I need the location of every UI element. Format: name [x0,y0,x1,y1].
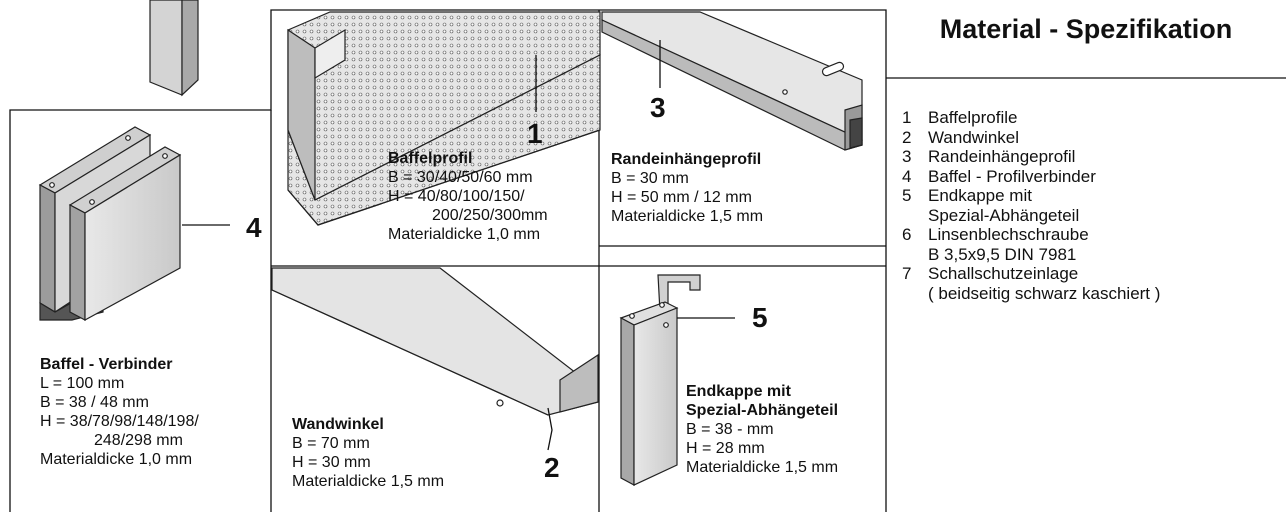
spec-item-number: 5 [902,186,912,205]
spec-list: 1 Baffelprofile 2 Wandwinkel 3 Randeinhä… [902,108,1160,303]
randeinhaengeprofil-title: Randeinhängeprofil [611,151,762,168]
part-number-4: 4 [246,212,262,243]
verbinder-line: B = 38 / 48 mm [40,394,149,411]
spec-item: 5 Endkappe mit [902,186,1160,206]
baffelprofil-line: Materialdicke 1,0 mm [388,226,541,243]
wandwinkel-title: Wandwinkel [292,416,384,433]
spec-item: 3 Randeinhängeprofil [902,147,1160,167]
spec-item-number: 2 [902,127,912,147]
baffelprofil-line: B = 30/40/50/60 mm [388,169,533,186]
part-number-3: 3 [650,92,666,123]
verbinder-line: L = 100 mm [40,375,125,392]
spec-item: 1 Baffelprofile [902,108,1160,128]
wandwinkel-drawing [271,267,599,416]
wandwinkel-line: Materialdicke 1,5 mm [292,473,445,490]
spec-item-label: ( beidseitig schwarz kaschiert ) [928,283,1161,303]
verbinder-specs: Baffel - Verbinder L = 100 mm B = 38 / 4… [40,355,199,469]
baffelprofil-drawing [287,11,601,226]
spec-item-continuation: B 3,5x9,5 DIN 7981 [902,245,1160,265]
verbinder-drawing [38,126,182,322]
part-number-5: 5 [752,302,768,333]
randeinhaengeprofil-line: B = 30 mm [611,170,689,187]
part-number-2: 2 [544,452,560,483]
spec-item-label: Schallschutzeinlage [928,264,1079,283]
randeinhaengeprofil-line: H = 50 mm / 12 mm [611,189,752,206]
wandwinkel-specs: Wandwinkel B = 70 mm H = 30 mm Materiald… [292,415,444,491]
verbinder-line: H = 38/78/98/148/198/ [40,413,199,430]
spec-item: 4 Baffel - Profilverbinder [902,167,1160,187]
endkappe-specs: Endkappe mit Spezial-Abhängeteil B = 38 … [686,382,838,477]
baffelprofil-specs: Baffelprofil B = 30/40/50/60 mm H = 40/8… [388,149,548,244]
spec-item-label: Randeinhängeprofil [928,147,1076,166]
wandwinkel-line: H = 30 mm [292,454,371,471]
spec-item-number: 6 [902,225,912,244]
endkappe-line: B = 38 - mm [686,421,774,438]
spec-title: Material - Spezifikation [939,14,1233,44]
verbinder-line: 248/298 mm [94,432,183,449]
baffelprofil-line: 200/250/300mm [432,207,548,224]
randeinhaengeprofil-drawing [601,11,863,151]
randeinhaengeprofil-line: Materialdicke 1,5 mm [611,208,764,225]
leader-line-2 [547,407,553,451]
endkappe-title-1: Endkappe mit [686,383,791,400]
spec-item-number: 3 [902,147,912,166]
baffelprofil-line: H = 40/80/100/150/ [388,188,525,205]
spec-item-continuation: Spezial-Abhängeteil [902,206,1160,226]
spec-item-label: Linsenblechschraube [928,225,1089,244]
endkappe-title-2: Spezial-Abhängeteil [686,402,839,419]
spec-item-label: B 3,5x9,5 DIN 7981 [928,244,1077,264]
spec-item-number: 1 [902,108,912,127]
spec-item-label: Baffelprofile [928,108,1018,127]
spec-item-label: Wandwinkel [928,127,1020,147]
spec-item-number: 4 [902,166,912,186]
wandwinkel-line: B = 70 mm [292,435,370,452]
verbinder-title: Baffel - Verbinder [40,356,173,373]
endkappe-line: H = 28 mm [686,440,765,457]
endkappe-drawing [619,274,701,487]
spec-item-label: Spezial-Abhängeteil [928,205,1080,225]
spec-item-number: 7 [902,264,912,283]
spec-item-label: Baffel - Profilverbinder [928,166,1096,186]
endkappe-line: Materialdicke 1,5 mm [686,459,839,476]
spec-item: 6 Linsenblechschraube [902,225,1160,245]
verbinder-line: Materialdicke 1,0 mm [40,451,193,468]
spec-item-label: Endkappe mit [928,186,1032,205]
baffelprofil-title: Baffelprofil [388,150,473,167]
randeinhaengeprofil-specs: Randeinhängeprofil B = 30 mm H = 50 mm /… [611,150,763,226]
partial-profile-top-left [149,0,199,97]
spec-item: 7 Schallschutzeinlage [902,264,1160,284]
spec-item: 2 Wandwinkel [902,128,1160,148]
spec-item-continuation: ( beidseitig schwarz kaschiert ) [902,284,1160,304]
part-number-1: 1 [527,118,543,149]
